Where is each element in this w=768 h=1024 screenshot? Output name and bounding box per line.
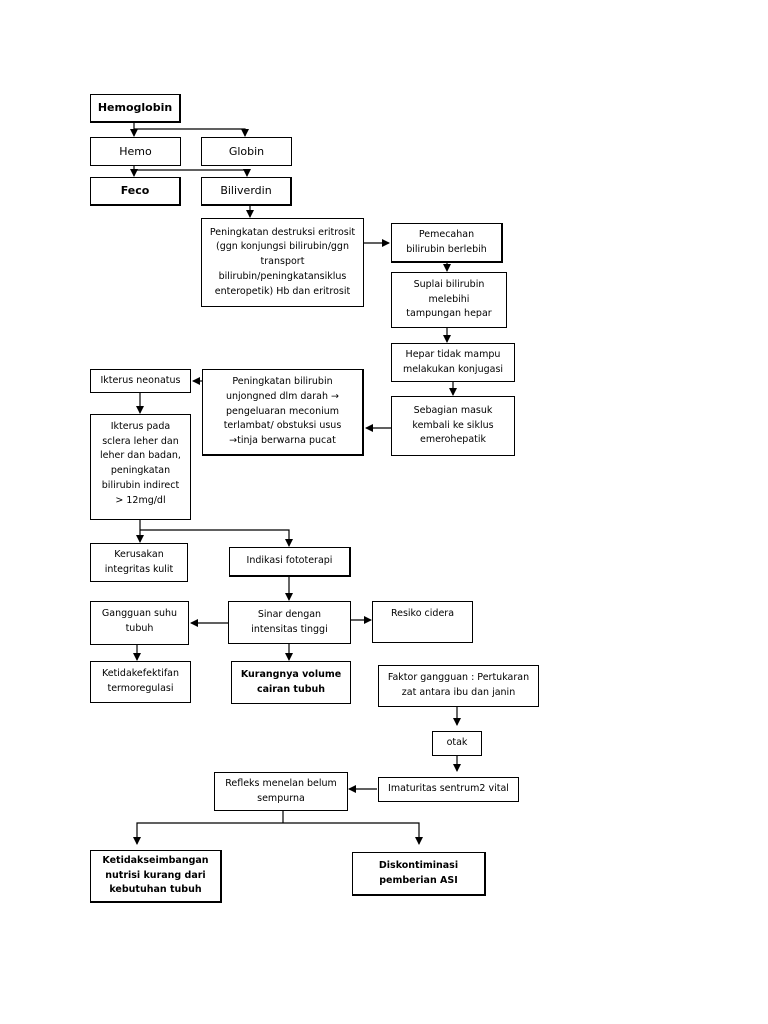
node-gangguan-suhu: Gangguan suhu tubuh: [90, 601, 189, 645]
node-hepar: Hepar tidak mampu melakukan konjugasi: [391, 343, 515, 382]
node-hemoglobin: Hemoglobin: [90, 94, 181, 123]
node-diskontiminasi: Diskontiminasi pemberian ASI: [352, 852, 486, 896]
node-biliverdin: Biliverdin: [201, 177, 292, 206]
edge-ikterus-indikasi: [140, 529, 293, 547]
node-sebagian: Sebagian masuk kembali ke siklus emerohe…: [391, 396, 515, 456]
node-suplai: Suplai bilirubin melebihi tampungan hepa…: [391, 272, 507, 328]
edge-refleks-ketidakseimbangan: [133, 822, 283, 845]
node-kurangnya: Kurangnya volume cairan tubuh: [231, 661, 351, 704]
node-peningkatan-destruksi: Peningkatan destruksi eritrosit (ggn kon…: [201, 218, 364, 307]
node-feco: Feco: [90, 177, 181, 206]
node-peningkatan-bilirubin: Peningkatan bilirubin unjongned dlm dara…: [202, 369, 364, 456]
edge-hemoglobin-globin: [134, 128, 249, 137]
node-indikasi: Indikasi fototerapi: [229, 547, 351, 577]
edge-hemo-biliverdin: [134, 169, 251, 177]
edge-refleks-diskontiminasi: [283, 822, 423, 845]
node-sinar: Sinar dengan intensitas tinggi: [228, 601, 351, 644]
node-globin: Globin: [201, 137, 292, 166]
node-faktor: Faktor gangguan : Pertukaran zat antara …: [378, 665, 539, 707]
node-resiko: Resiko cidera: [372, 601, 473, 643]
node-kerusakan: Kerusakan integritas kulit: [90, 543, 188, 582]
node-ikterus-pada: Ikterus pada sclera leher dan leher dan …: [90, 414, 191, 520]
node-refleks: Refleks menelan belum sempurna: [214, 772, 348, 811]
node-ikterus-neonatus: Ikterus neonatus: [90, 369, 191, 393]
node-imaturitas: Imaturitas sentrum2 vital: [378, 777, 519, 802]
node-hemo: Hemo: [90, 137, 181, 166]
node-ketidakseimbangan: Ketidakseimbangan nutrisi kurang dari ke…: [90, 850, 222, 903]
node-pemecahan: Pemecahan bilirubin berlebih: [391, 223, 503, 263]
node-ketidakefektifan: Ketidakefektifan termoregulasi: [90, 661, 191, 703]
node-otak: otak: [432, 731, 482, 756]
